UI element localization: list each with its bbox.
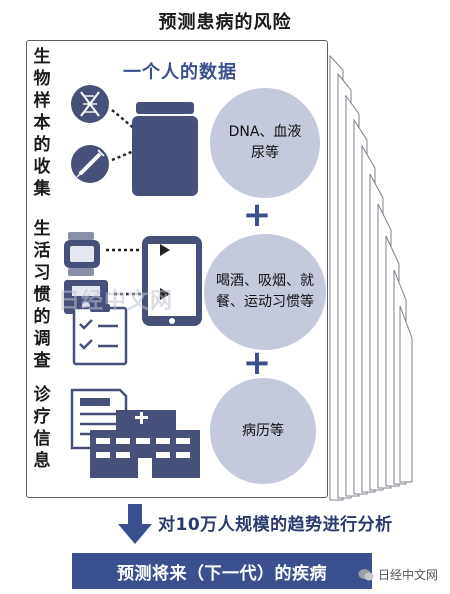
plus-sign: + bbox=[242, 195, 272, 235]
down-arrow-icon bbox=[118, 504, 152, 544]
section-label-lifestyle: 生活习惯的调查 bbox=[32, 218, 52, 372]
biosample-illustration bbox=[71, 85, 198, 196]
trend-analysis-text: 对10万人规模的趋势进行分析 bbox=[158, 515, 393, 535]
circle-text-line: 喝酒、吸烟、就 bbox=[216, 273, 314, 289]
dotted-arrow bbox=[106, 248, 156, 296]
section-label-biosample: 生物样本的收集 bbox=[32, 46, 52, 200]
circle-text-line: 餐、运动习惯等 bbox=[216, 294, 314, 310]
circle-text-line: 尿等 bbox=[251, 145, 279, 161]
section-label-text: 生物样本的收集 bbox=[33, 47, 51, 199]
corner-watermark: 日经中文网 bbox=[358, 566, 438, 583]
card-subtitle: 一个人的数据 bbox=[123, 62, 237, 83]
corner-label-text: 日经中文网 bbox=[378, 568, 439, 582]
arrowhead bbox=[160, 244, 170, 256]
prediction-text: 预测将来（下一代）的疾病 bbox=[117, 563, 327, 584]
lifestyle-illustration bbox=[64, 232, 202, 366]
watermark-text: 日经中文网 bbox=[58, 289, 174, 314]
prediction-banner: 预测将来（下一代）的疾病 bbox=[72, 553, 372, 589]
data-circle-biosample: DNA、血液尿等 bbox=[210, 88, 320, 198]
medical-illustration bbox=[70, 388, 200, 478]
sheet-edge bbox=[399, 305, 413, 483]
circle-text-line: 病历等 bbox=[242, 422, 284, 439]
section-label-text: 诊疗信息 bbox=[33, 385, 51, 471]
section-label-medical: 诊疗信息 bbox=[32, 384, 52, 472]
section-label-text: 生活习惯的调查 bbox=[33, 219, 51, 371]
data-circle-lifestyle: 喝酒、吸烟、就餐、运动习惯等 bbox=[204, 234, 326, 350]
hospital-icon bbox=[90, 410, 200, 478]
syringe-icon bbox=[71, 145, 109, 183]
specimen-jar-icon bbox=[132, 102, 198, 196]
clipboard-checklist-icon bbox=[72, 304, 128, 366]
plus-sign: + bbox=[242, 343, 272, 383]
data-circle-medical: 病历等 bbox=[210, 378, 316, 484]
diagram-title: 预测患病的风险 bbox=[158, 12, 292, 33]
dna-icon bbox=[71, 85, 109, 123]
watch-icon bbox=[64, 232, 100, 276]
tablet-icon bbox=[142, 236, 202, 326]
circle-text-line: DNA、血液 bbox=[228, 124, 302, 140]
wechat-icon bbox=[358, 568, 374, 580]
arrowhead bbox=[160, 288, 170, 300]
